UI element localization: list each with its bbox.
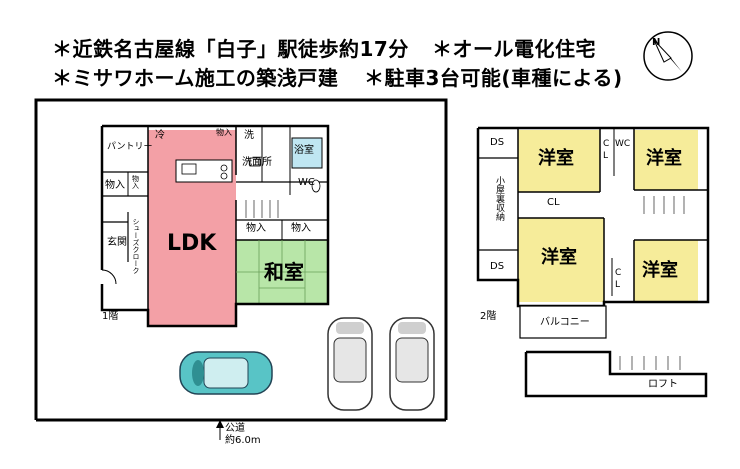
bath-room [291, 137, 323, 169]
genkan-label: 玄関 [107, 237, 127, 248]
balcony-label: バルコニー [540, 317, 590, 328]
ldk-room [148, 130, 236, 326]
floor1-label: 1階 [102, 311, 119, 322]
washroom-label: 洗面所 [242, 157, 272, 168]
yoshitsu-label: 洋室 [538, 148, 574, 169]
storage-label: 物入 [216, 128, 232, 137]
closet-c-label: C [615, 268, 622, 278]
pantry-label: パントリー [107, 142, 153, 152]
storage-label: 物入 [105, 180, 125, 191]
yoshitsu-label: 洋室 [541, 247, 577, 268]
road-label: 公道 [225, 423, 245, 434]
yoshitsu-label: 洋室 [646, 148, 682, 169]
car-icon [327, 317, 373, 411]
ds-label: DS [490, 137, 505, 148]
yoshitsu-room [634, 130, 698, 190]
compass-icon [643, 31, 693, 81]
wc-label: WC [298, 177, 315, 188]
loft-label: ロフト [648, 379, 678, 390]
yoshitsu-room [634, 240, 698, 302]
headline-misawa: ＊ミサワホーム施工の築浅戸建 [52, 66, 339, 90]
closet-c-label: C [603, 139, 610, 149]
headline-all-electric: ＊オール電化住宅 [432, 37, 596, 61]
loft-plan [524, 350, 708, 398]
fridge-label: 冷 [155, 130, 165, 141]
compass-north-label: N [652, 37, 661, 48]
site-boundary [34, 98, 448, 420]
wc2-label: WC [615, 139, 631, 149]
car-icon [389, 317, 435, 411]
yoshitsu-label: 洋室 [642, 260, 678, 281]
shoes-closet-label: シューズクローク [132, 218, 140, 274]
floor1-plan [100, 124, 330, 328]
headline-parking: ＊駐車3台可能(車種による) [364, 66, 623, 90]
headline-station: ＊近鉄名古屋線「白子」駅徒歩約17分 [52, 37, 409, 61]
road-width-label: 約6.0m [225, 435, 261, 446]
floor2-plan [476, 126, 710, 339]
ds-label: DS [490, 261, 505, 272]
closet-l-label: L [615, 280, 621, 290]
washitsu-label: 和室 [264, 260, 304, 284]
closet-label: CL [547, 197, 560, 208]
ldk-label: LDK [167, 231, 217, 256]
car-icon [179, 351, 273, 395]
closet-l-label: L [603, 151, 609, 161]
bath-label: 浴室 [294, 145, 314, 156]
yoshitsu-room [518, 130, 600, 192]
storage-label: 物入 [132, 175, 139, 191]
wash-label: 洗 [244, 130, 254, 141]
storage-label: 物入 [246, 223, 266, 234]
floor2-label: 2階 [480, 311, 497, 322]
storage-label: 物入 [291, 223, 311, 234]
attic-storage-label: 小屋裏収納 [494, 176, 504, 221]
balcony [519, 305, 607, 339]
yoshitsu-room [518, 218, 604, 302]
